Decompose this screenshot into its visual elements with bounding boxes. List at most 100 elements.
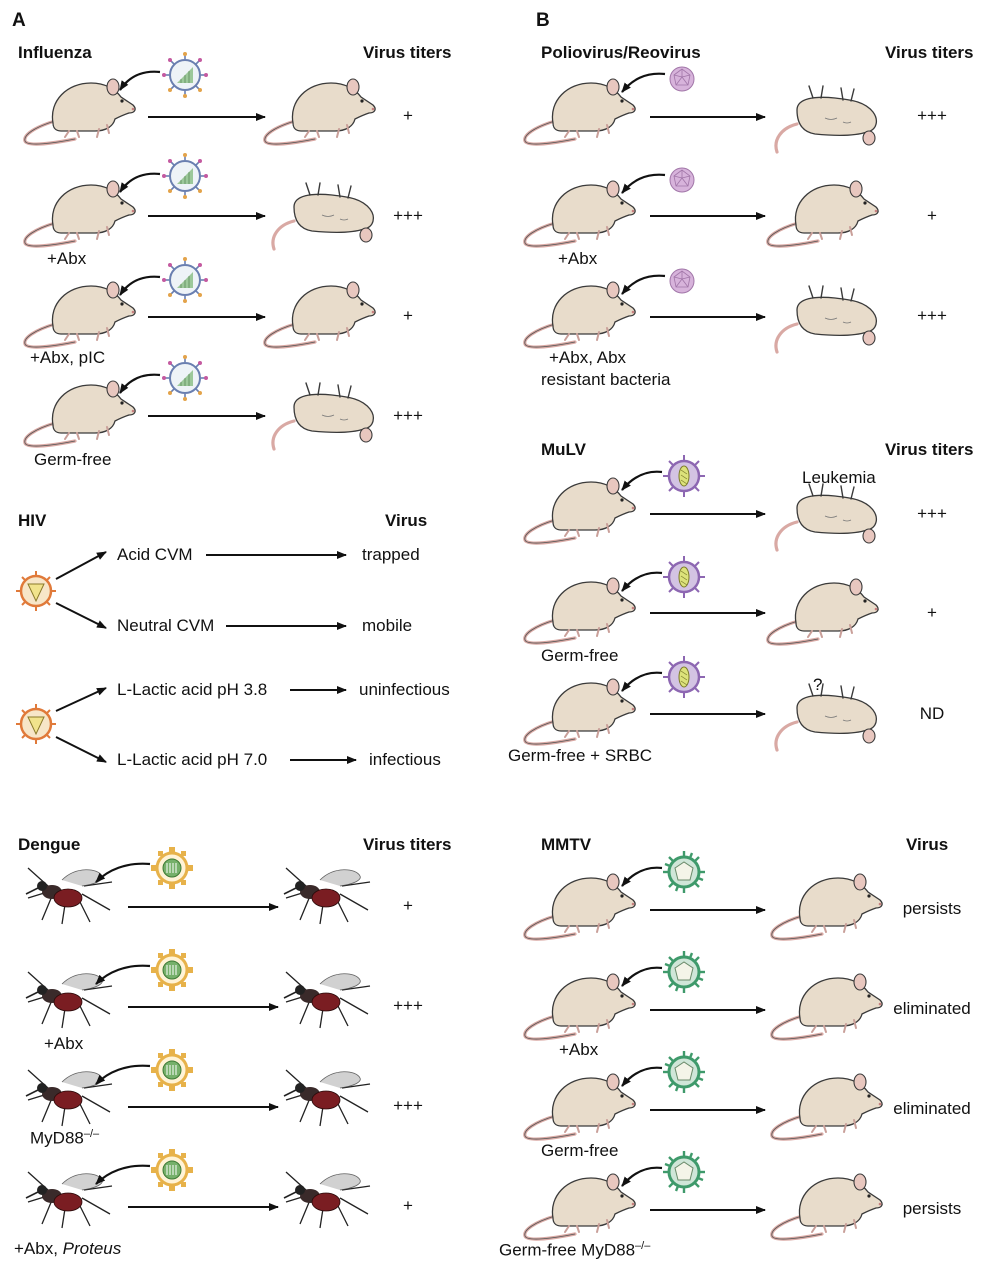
dengue-titer-2: +++ xyxy=(393,997,423,1014)
hiv-branch-3-label: L-Lactic acid pH 3.8 xyxy=(117,681,267,698)
mmtv-outcome-mouse xyxy=(772,874,882,939)
polio-virus-icon xyxy=(670,269,694,293)
dengue-mosquito-3 xyxy=(26,1070,112,1126)
polio-virus-icon xyxy=(670,168,694,192)
infection-arrow xyxy=(622,1068,662,1086)
dengue-outcome-mosquito xyxy=(284,868,370,924)
mulv-title: MuLV xyxy=(541,441,586,458)
influenza-titer-1: + xyxy=(403,107,413,124)
hiv-branch-arrow xyxy=(56,552,106,579)
polio-outcome-dead-mouse xyxy=(776,86,876,152)
mulv-titer-2: + xyxy=(927,604,937,621)
mmtv-condition-2: +Abx xyxy=(559,1041,598,1058)
infection-arrow xyxy=(622,1168,662,1186)
polio-outcome-dead-mouse xyxy=(776,286,876,352)
mmtv-outcome-2: eliminated xyxy=(893,1000,971,1017)
mulv-mouse-3 xyxy=(525,679,635,744)
mmtv-mouse-2 xyxy=(525,974,635,1039)
polio-outcome-mouse xyxy=(768,181,878,246)
hiv-title: HIV xyxy=(18,512,46,529)
infection-arrow xyxy=(120,277,160,295)
infection-arrow xyxy=(120,375,160,393)
influenza-condition-2: +Abx xyxy=(47,250,86,267)
dengue-virus-icon xyxy=(151,847,193,889)
infection-arrow xyxy=(622,968,662,986)
polio-header: Virus titers xyxy=(885,44,974,61)
influenza-virus-icon xyxy=(162,355,208,401)
mulv-titer-1: +++ xyxy=(917,505,947,522)
mulv-condition-2: Germ-free xyxy=(541,647,618,664)
dengue-outcome-mosquito xyxy=(284,1172,370,1228)
mmtv-mouse-1 xyxy=(525,874,635,939)
influenza-virus-icon xyxy=(162,257,208,303)
mmtv-outcome-1: persists xyxy=(903,900,962,917)
dengue-condition-2: +Abx xyxy=(44,1035,83,1052)
infection-arrow xyxy=(622,573,662,591)
panel-b-label: B xyxy=(536,11,550,30)
infection-arrow xyxy=(120,174,160,192)
mulv-graphics xyxy=(525,455,878,750)
mmtv-virus-icon xyxy=(663,951,705,993)
influenza-titer-3: + xyxy=(403,307,413,324)
mulv-outcome-dead-mouse xyxy=(776,684,876,750)
influenza-mouse-1 xyxy=(25,79,135,144)
mmtv-virus-icon xyxy=(663,1151,705,1193)
dengue-virus-icon xyxy=(151,1149,193,1191)
influenza-mouse-2 xyxy=(25,181,135,246)
influenza-outcome-dead-mouse xyxy=(273,383,373,449)
mmtv-virus-icon xyxy=(663,851,705,893)
polio-titer-1: +++ xyxy=(917,107,947,124)
dengue-condition-4: +Abx, Proteus xyxy=(14,1240,121,1257)
dengue-titer-4: + xyxy=(403,1197,413,1214)
dengue-virus-icon xyxy=(151,949,193,991)
dengue-virus-icon xyxy=(151,1049,193,1091)
influenza-virus-icon xyxy=(162,52,208,98)
dengue-outcome-mosquito xyxy=(284,1070,370,1126)
dengue-title: Dengue xyxy=(18,836,80,853)
mmtv-mouse-3 xyxy=(525,1074,635,1139)
hiv-header: Virus xyxy=(385,512,427,529)
mmtv-outcome-mouse xyxy=(772,1174,882,1239)
dengue-outcome-mosquito xyxy=(284,972,370,1028)
hiv-graphics xyxy=(16,552,356,762)
hiv-branch-4-label: L-Lactic acid pH 7.0 xyxy=(117,751,267,768)
influenza-mouse-4 xyxy=(25,381,135,446)
polio-titer-2: + xyxy=(927,207,937,224)
hiv-branch-2-label: Neutral CVM xyxy=(117,617,214,634)
mulv-outcome-mouse xyxy=(768,579,878,644)
mulv-virus-icon xyxy=(663,556,705,598)
dengue-titer-1: + xyxy=(403,897,413,914)
mmtv-condition-4: Germ-free MyD88–/– xyxy=(499,1241,650,1259)
infection-arrow xyxy=(622,74,665,92)
hiv-outcome-2: mobile xyxy=(362,617,412,634)
mulv-condition-3: Germ-free + SRBC xyxy=(508,747,652,764)
mulv-virus-icon xyxy=(663,455,705,497)
infection-arrow xyxy=(622,673,662,691)
infection-arrow xyxy=(96,864,150,882)
panel-a-label: A xyxy=(12,11,26,30)
hiv-virus-icon xyxy=(16,571,56,611)
infection-arrow xyxy=(96,1066,150,1084)
polio-titer-3: +++ xyxy=(917,307,947,324)
influenza-mouse-3 xyxy=(25,282,135,347)
dengue-condition-3: MyD88–/– xyxy=(30,1129,99,1147)
influenza-virus-icon xyxy=(162,153,208,199)
infection-arrow xyxy=(622,868,662,886)
hiv-branch-arrow xyxy=(56,688,106,711)
polio-mouse-3 xyxy=(525,282,635,347)
polio-condition-3-line2: resistant bacteria xyxy=(541,371,670,388)
polio-condition-3: +Abx, Abx xyxy=(549,349,626,366)
polio-mouse-2 xyxy=(525,181,635,246)
infection-arrow xyxy=(622,472,662,490)
influenza-outcome-mouse xyxy=(265,282,375,347)
mmtv-mouse-4 xyxy=(525,1174,635,1239)
mulv-unknown-mark: ? xyxy=(813,676,822,693)
influenza-titer-4: +++ xyxy=(393,407,423,424)
mulv-virus-icon xyxy=(663,656,705,698)
hiv-virus-icon xyxy=(16,704,56,744)
infection-arrow xyxy=(96,1166,150,1184)
dengue-header: Virus titers xyxy=(363,836,452,853)
mmtv-outcome-mouse xyxy=(772,1074,882,1139)
mulv-mouse-1 xyxy=(525,478,635,543)
infection-arrow xyxy=(622,276,665,294)
